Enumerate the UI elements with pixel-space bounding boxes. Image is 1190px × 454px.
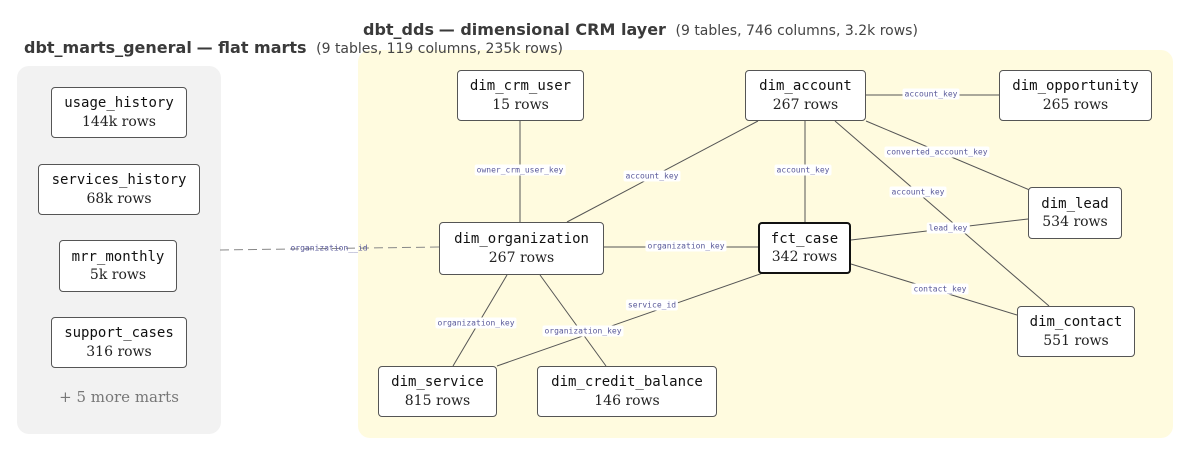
node-dim-crm-user[interactable]: dim_crm_user 15 rows [457, 70, 584, 121]
node-name: support_cases [64, 325, 174, 342]
mart-node-support-cases[interactable]: support_cases 316 rows [51, 317, 187, 368]
node-name: fct_case [770, 230, 839, 247]
marts-panel-title: dbt_marts_general — flat marts (9 tables… [24, 38, 563, 57]
edge-label-account-case: account_key [774, 164, 832, 176]
node-dim-account[interactable]: dim_account 267 rows [745, 70, 866, 121]
more-marts-label: + 5 more marts [59, 388, 179, 406]
dds-panel-title: dbt_dds — dimensional CRM layer (9 table… [363, 20, 918, 39]
edge-service-case [496, 272, 764, 367]
node-dim-credit-balance[interactable]: dim_credit_balance 146 rows [537, 366, 717, 417]
node-name: dim_organization [454, 231, 589, 248]
node-rows: 551 rows [1043, 332, 1109, 349]
edge-label-account-opportunity: account_key [902, 88, 960, 100]
marts-schema-stats: (9 tables, 119 columns, 235k rows) [316, 41, 563, 57]
edge-label-organization-service: organization_key [435, 317, 517, 329]
node-rows: 534 rows [1042, 214, 1108, 230]
edge-label-organization-case: organization_key [645, 240, 727, 252]
mart-node-services-history[interactable]: services_history 68k rows [38, 164, 200, 215]
marts-schema-name: dbt_marts_general [24, 38, 192, 57]
node-name: services_history [51, 172, 187, 189]
node-dim-lead[interactable]: dim_lead 534 rows [1028, 187, 1122, 239]
node-dim-service[interactable]: dim_service 815 rows [378, 366, 497, 417]
edge-label-account-lead: converted_account_key [884, 146, 990, 158]
node-rows: 68k rows [86, 190, 152, 207]
edge-label-lead-case: lead_key [926, 222, 970, 234]
node-rows: 146 rows [594, 392, 660, 409]
edge-label-account-contact: account_key [889, 186, 947, 198]
node-rows: 267 rows [772, 96, 839, 113]
node-name: dim_contact [1029, 314, 1123, 331]
node-name: dim_credit_balance [551, 374, 703, 391]
edge-label-marts-organization: organization__id [290, 243, 368, 253]
mart-node-mrr-monthly[interactable]: mrr_monthly 5k rows [59, 240, 177, 292]
node-dim-opportunity[interactable]: dim_opportunity 265 rows [999, 70, 1152, 121]
node-rows: 5k rows [89, 267, 147, 283]
node-rows: 265 rows [1042, 96, 1109, 113]
marts-schema-desc: — flat marts [196, 38, 307, 57]
mart-node-usage-history[interactable]: usage_history 144k rows [51, 87, 187, 138]
edge-label-crm-user-organization: owner_crm_user_key [474, 164, 566, 176]
node-name: dim_crm_user [469, 78, 572, 95]
node-name: dim_opportunity [1012, 78, 1139, 95]
node-rows: 15 rows [492, 96, 549, 113]
node-name: dim_service [391, 374, 484, 391]
node-dim-organization[interactable]: dim_organization 267 rows [439, 222, 604, 275]
node-name: dim_lead [1041, 195, 1109, 212]
edge-label-account-organization: account_key [623, 170, 681, 182]
node-name: mrr_monthly [71, 248, 165, 265]
edge-label-service-case: service_id [625, 299, 679, 311]
dds-schema-desc: — dimensional CRM layer [438, 20, 666, 39]
node-rows: 267 rows [488, 249, 555, 266]
edge-label-contact-case: contact_key [911, 283, 969, 295]
edge-organization-credit-balance [539, 274, 607, 367]
node-name: usage_history [64, 95, 174, 112]
edge-marts-organization [219, 246, 440, 251]
dds-schema-name: dbt_dds [363, 20, 434, 39]
node-fct-case[interactable]: fct_case 342 rows [758, 222, 851, 274]
node-dim-contact[interactable]: dim_contact 551 rows [1017, 306, 1135, 357]
node-rows: 144k rows [82, 113, 156, 130]
node-rows: 815 rows [404, 392, 471, 409]
edge-account-contact [834, 120, 1050, 307]
edge-label-organization-credit-balance: organization_key [542, 325, 624, 337]
node-rows: 316 rows [86, 343, 152, 360]
dds-schema-stats: (9 tables, 746 columns, 3.2k rows) [675, 23, 918, 39]
node-rows: 342 rows [771, 249, 838, 265]
node-name: dim_account [759, 78, 852, 95]
